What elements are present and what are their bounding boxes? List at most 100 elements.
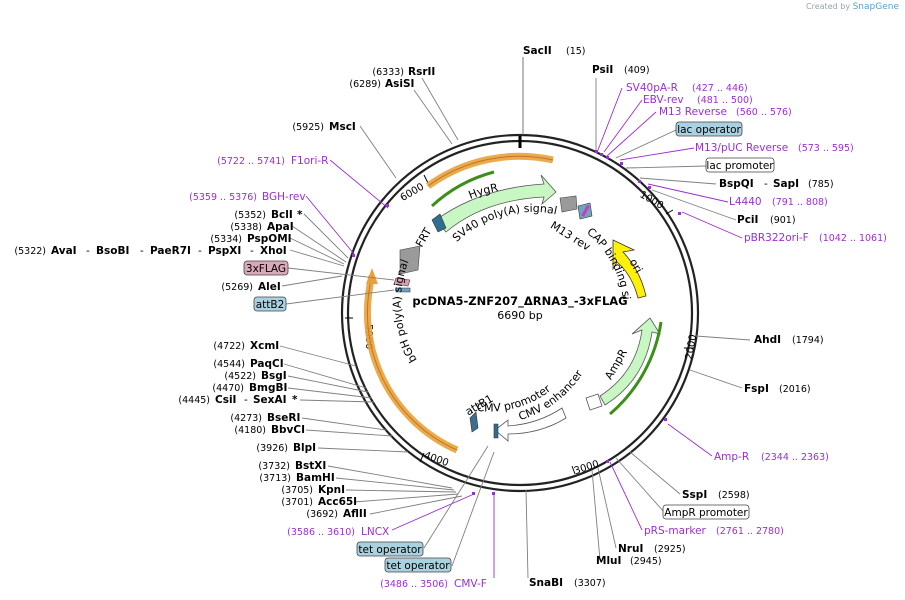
l4440-pos: (791 .. 808) bbox=[772, 197, 828, 208]
ampr-green-arc bbox=[609, 321, 663, 416]
xhoi-name: XhoI bbox=[260, 245, 287, 257]
ahdi-name: AhdI bbox=[754, 334, 781, 346]
snabi-pos: (3307) bbox=[574, 578, 606, 589]
bsobi-name: BsoBI bbox=[96, 245, 129, 257]
lac-promoter-label: lac promoter bbox=[706, 160, 774, 172]
alei-name: AleI bbox=[258, 281, 281, 293]
nrui-name: NruI bbox=[618, 543, 643, 555]
blpi-name: BlpI bbox=[293, 442, 316, 454]
csii-sep: - bbox=[244, 394, 248, 406]
ampr-promoter-marker bbox=[585, 393, 603, 411]
paer7i-name: PaeR7I bbox=[150, 245, 191, 257]
snabi-name: SnaBI bbox=[529, 577, 563, 589]
bgh-rev-pos: (5359 .. 5376) bbox=[189, 192, 257, 203]
sv40pa-r-pos: (427 .. 446) bbox=[692, 83, 748, 94]
amp-r-pos: (2344 .. 2363) bbox=[761, 452, 829, 463]
prs-marker-pos: (2761 .. 2780) bbox=[716, 526, 784, 537]
m13-reverse-name: M13 Reverse bbox=[659, 106, 727, 118]
top-enzyme-labels: SacII (15) PsiI (409) bbox=[523, 45, 650, 76]
ori-label: ori bbox=[627, 257, 645, 276]
left-labels: (6333) RsrII (6289) AsiSI (5925) MscI (5… bbox=[14, 66, 486, 590]
acc65i-name: Acc65I bbox=[318, 496, 357, 508]
avai-name: AvaI bbox=[51, 245, 77, 257]
leader-lines bbox=[279, 77, 751, 579]
pbr322ori-name: pBR322ori-F bbox=[744, 232, 809, 244]
m13-puc-reverse-name: M13/pUC Reverse bbox=[695, 142, 788, 154]
fspi-pos: (2016) bbox=[779, 384, 811, 395]
bcli-pos: (5352) bbox=[234, 210, 266, 221]
csii-pos: (4445) bbox=[178, 395, 210, 406]
lac-operator-box bbox=[675, 121, 743, 137]
bspqi-name: BspQI bbox=[719, 178, 754, 190]
ampr-promoter-label: AmpR promoter bbox=[664, 507, 748, 519]
right-labels: SV40pA-R (427 .. 446) EBV-rev (481 .. 50… bbox=[529, 82, 887, 589]
sv40-polya-box bbox=[559, 195, 578, 213]
avai-sep-2: - bbox=[140, 245, 144, 257]
tet-operator-label-2: tet operator bbox=[386, 560, 450, 572]
bbvci-pos: (4180) bbox=[234, 425, 266, 436]
rsrii-pos: (6333) bbox=[372, 67, 404, 78]
msci-name: MscI bbox=[329, 121, 356, 133]
ampr-arrow bbox=[599, 317, 661, 406]
alei-pos: (5269) bbox=[221, 282, 253, 293]
bseri-name: BseRI bbox=[267, 412, 300, 424]
sacii-pos: (15) bbox=[566, 46, 586, 57]
avai-row-pos: (5322) bbox=[14, 246, 46, 257]
f1ori-arrow bbox=[425, 152, 554, 189]
attb2-marker bbox=[395, 287, 411, 293]
nrui-pos: (2925) bbox=[654, 544, 686, 555]
sspi-name: SspI bbox=[682, 489, 707, 501]
watermark: Created by SnapGene bbox=[806, 2, 899, 12]
amp-r-name: Amp-R bbox=[714, 451, 749, 463]
bamhi-pos: (3713) bbox=[259, 473, 291, 484]
cap-site-marker bbox=[581, 204, 590, 217]
apai-name: ApaI bbox=[267, 221, 294, 233]
feature-labels: HygR SV40 poly(A) signal M13 rev FRT CAP… bbox=[0, 0, 645, 423]
f1ori-r-name: F1ori-R bbox=[291, 155, 328, 167]
tick-2000: 2000 bbox=[684, 334, 699, 361]
3xflag-box bbox=[243, 260, 289, 276]
psii-name: PsiI bbox=[592, 64, 613, 76]
aflii-pos: (3692) bbox=[306, 509, 338, 520]
cmv-f-pos: (3486 .. 3506) bbox=[380, 579, 448, 590]
bsgi-name: BsgI bbox=[261, 370, 287, 382]
pspomi-name: PspOMI bbox=[247, 233, 292, 245]
l4440-name: L4440 bbox=[729, 196, 762, 208]
blpi-pos: (3926) bbox=[256, 443, 288, 454]
rsrii-name: RsrII bbox=[408, 66, 435, 78]
pspxi-name: PspXI bbox=[208, 245, 241, 257]
sexai-name: SexAI bbox=[253, 394, 287, 406]
m13-reverse-pos: (560 .. 576) bbox=[736, 107, 792, 118]
csii-name: CsiI bbox=[215, 394, 236, 406]
bmgbi-pos: (4470) bbox=[212, 383, 244, 394]
left-orange-arrowhead bbox=[366, 268, 378, 284]
acc65i-pos: (3701) bbox=[281, 497, 313, 508]
pbr322ori-pos: (1042 .. 1061) bbox=[819, 233, 887, 244]
plasmid-size: 6690 bp bbox=[497, 309, 542, 322]
frt-label: FRT bbox=[413, 225, 434, 249]
bseri-pos: (4273) bbox=[230, 413, 262, 424]
sspi-pos: (2598) bbox=[718, 490, 750, 501]
f1ori-r-pos: (5722 .. 5741) bbox=[217, 156, 285, 167]
sexai-star: * bbox=[292, 394, 298, 406]
sacii-name: SacII bbox=[523, 45, 552, 57]
attb1-marker bbox=[493, 423, 499, 439]
bcli-star: * bbox=[297, 209, 303, 221]
aflii-name: AflII bbox=[343, 508, 367, 520]
msci-pos: (5925) bbox=[292, 122, 324, 133]
3xflag-label: 3xFLAG bbox=[246, 263, 286, 275]
ori-arrow bbox=[612, 239, 647, 299]
asisi-name: AsiSI bbox=[385, 78, 414, 90]
site-marks bbox=[352, 150, 681, 495]
fspi-name: FspI bbox=[744, 383, 769, 395]
pcii-name: PciI bbox=[737, 214, 758, 226]
tet-operator-box-1 bbox=[356, 541, 424, 557]
bgh-rev-name: BGH-rev bbox=[262, 191, 306, 203]
3xflag-marker bbox=[393, 277, 411, 287]
paqci-pos: (4544) bbox=[213, 359, 245, 370]
ebv-rev-name: EBV-rev bbox=[643, 94, 684, 106]
bstxi-pos: (3732) bbox=[258, 461, 290, 472]
attb2-box bbox=[253, 296, 287, 312]
attb2-label: attB2 bbox=[256, 299, 285, 311]
